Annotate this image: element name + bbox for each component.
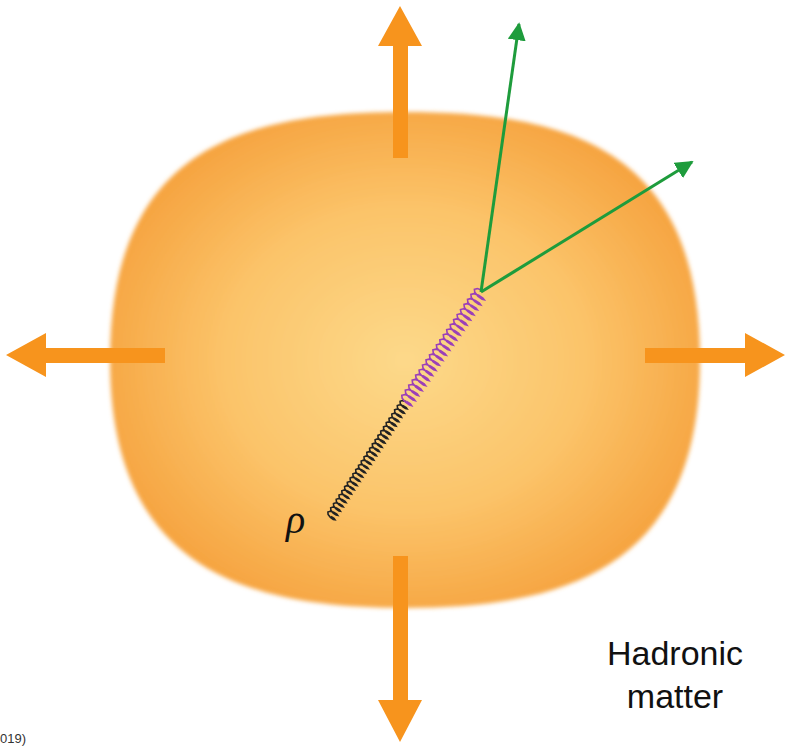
- particle-symbol: ρ: [286, 500, 305, 540]
- expansion-arrows: [6, 6, 785, 742]
- source-note: 019): [0, 732, 26, 745]
- region-label: Hadronic matter: [580, 632, 770, 717]
- decay-products: [481, 24, 692, 292]
- spring-segment: [402, 289, 484, 406]
- spring-segment: [328, 401, 407, 520]
- rho-spring: [328, 289, 484, 520]
- hadronic-blob: [110, 112, 700, 608]
